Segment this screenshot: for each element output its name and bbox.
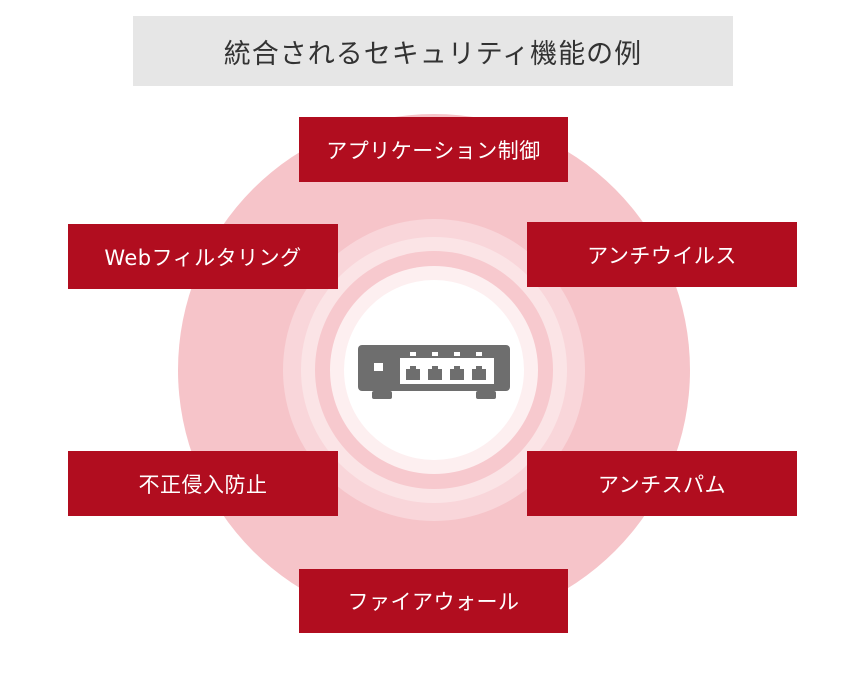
network-appliance-icon <box>358 345 510 399</box>
feature-label: Webフィルタリング <box>104 245 302 270</box>
feature-label: アプリケーション制御 <box>326 138 541 163</box>
feature-antispam: アンチスパム <box>527 451 797 516</box>
feature-antivirus: アンチウイルス <box>527 222 797 287</box>
diagram-title: 統合されるセキュリティ機能の例 <box>133 16 733 86</box>
feature-label: アンチスパム <box>597 472 727 497</box>
feature-application-control: アプリケーション制御 <box>299 117 568 182</box>
feature-label: アンチウイルス <box>587 243 737 268</box>
feature-web-filtering: Webフィルタリング <box>68 224 338 289</box>
feature-label: ファイアウォール <box>347 590 520 614</box>
feature-intrusion-prevention: 不正侵入防止 <box>68 451 338 516</box>
feature-label: 不正侵入防止 <box>138 472 268 497</box>
feature-firewall: ファイアウォール <box>299 569 568 633</box>
